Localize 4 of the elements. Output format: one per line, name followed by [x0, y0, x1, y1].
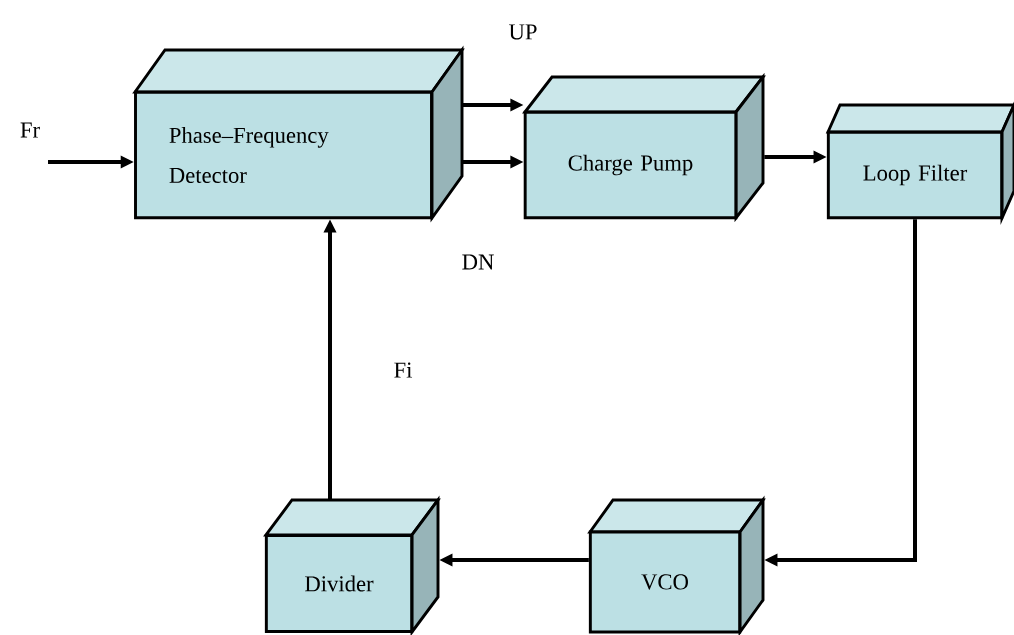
edge-label: DN: [460, 253, 496, 271]
edge-label: Fr: [18, 121, 42, 139]
edge-label: UP: [507, 23, 539, 41]
edge-label: Fi: [392, 361, 414, 379]
